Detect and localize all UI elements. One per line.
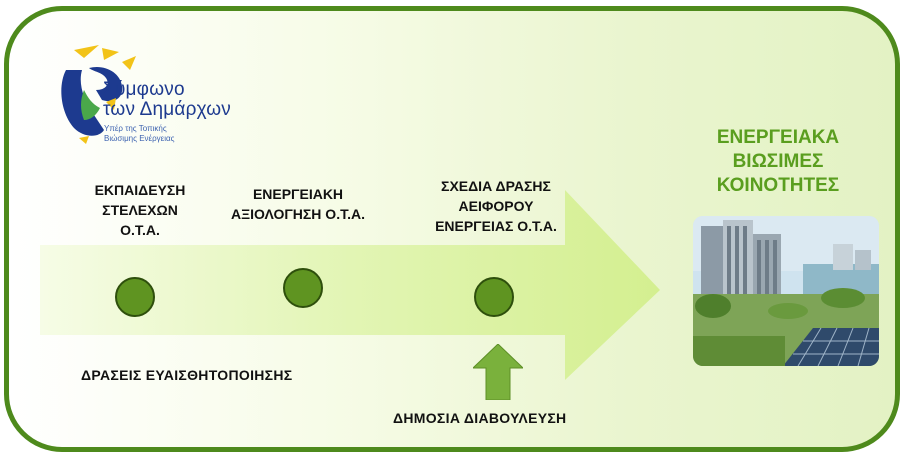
stage-label-line: ΣΤΕΛΕΧΩΝ: [102, 202, 178, 218]
goal-title-line: ΕΝΕΡΓΕΙΑΚΑ: [716, 127, 840, 148]
stage-label-line: ΣΧΕΔΙΑ ΔΡΑΣΗΣ: [441, 178, 551, 194]
up-arrow-icon: [473, 344, 523, 400]
covenant-of-mayors-logo: [61, 45, 136, 144]
stage-label-line: ΑΕΙΦΟΡΟΥ: [458, 198, 534, 214]
awareness-actions-label: ΔΡΑΣΕΙΣ ΕΥΑΙΣΘΗΤΟΠΟΙΗΣΗΣ: [81, 367, 293, 383]
goal-title-line: ΒΙΩΣΙΜΕΣ: [732, 151, 824, 172]
stage-label-line: ΕΚΠΑΙΔΕΥΣΗ: [94, 182, 186, 198]
stage-label-line: ΑΞΙΟΛΟΓΗΣΗ Ο.Τ.Α.: [231, 206, 365, 222]
goal-title: ΕΝΕΡΓΕΙΑΚΑ ΒΙΩΣΙΜΕΣ ΚΟΙΝΟΤΗΤΕΣ: [686, 126, 870, 198]
public-consultation-label: ΔΗΜΟΣΙΑ ΔΙΑΒΟΥΛΕΥΣΗ: [393, 410, 567, 426]
stage-label-line: ΕΝΕΡΓΕΙΑΚΗ: [252, 186, 344, 202]
sustainable-community-image: [693, 216, 879, 366]
stage-energy-assessment: ΕΝΕΡΓΕΙΑΚΗ ΑΞΙΟΛΟΓΗΣΗ Ο.Τ.Α.: [212, 184, 384, 224]
stage-label-line: ΕΝΕΡΓΕΙΑΣ Ο.Τ.Α.: [435, 218, 557, 234]
stage-action-plans: ΣΧΕΔΙΑ ΔΡΑΣΗΣ ΑΕΙΦΟΡΟΥ ΕΝΕΡΓΕΙΑΣ Ο.Τ.Α.: [416, 176, 576, 236]
logo-text-line1: Σύμφωνο: [103, 79, 185, 100]
milestone-circle-2: [283, 268, 323, 308]
milestone-circle-3: [474, 277, 514, 317]
stage-label-line: Ο.Τ.Α.: [120, 222, 160, 238]
process-arrow: [40, 190, 660, 380]
milestone-circle-1: [115, 277, 155, 317]
logo-text-line2: των Δημάρχων: [103, 99, 231, 120]
logo-subtitle-line2: Βιώσιμης Ενέργειας: [104, 134, 175, 143]
logo-subtitle-line1: Υπέρ της Τοπικής: [104, 124, 167, 133]
goal-title-line: ΚΟΙΝΟΤΗΤΕΣ: [716, 175, 840, 196]
stage-staff-training: ΕΚΠΑΙΔΕΥΣΗ ΣΤΕΛΕΧΩΝ Ο.Τ.Α.: [60, 180, 220, 240]
